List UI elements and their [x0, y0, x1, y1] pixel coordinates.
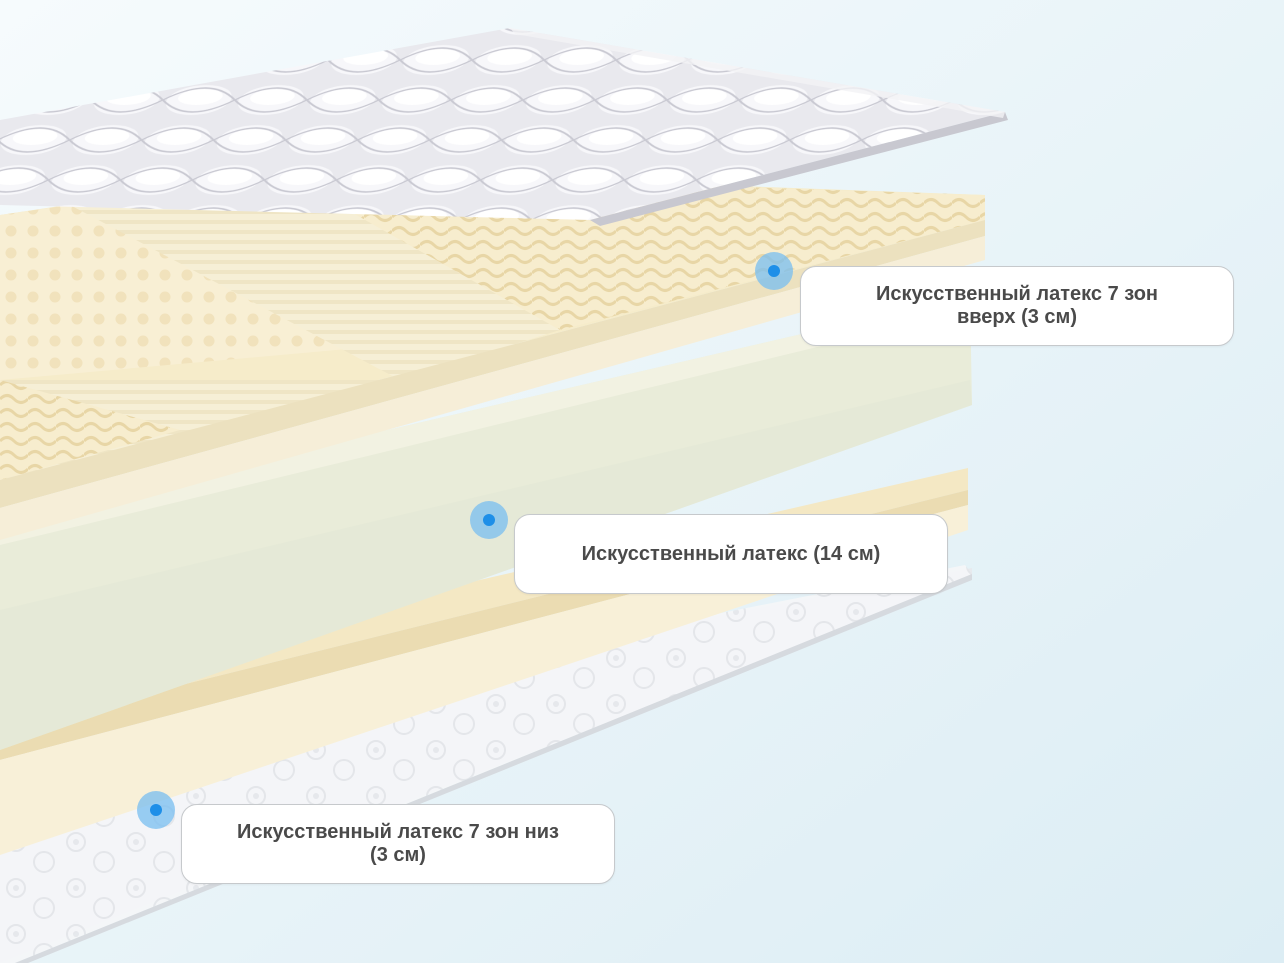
callout-top-layer: Искусственный латекс 7 зон вверх (3 см) [800, 266, 1234, 346]
callout-top-line-2: вверх (3 см) [876, 306, 1158, 329]
marker-dot-icon [483, 514, 495, 526]
marker-core-layer[interactable] [470, 501, 508, 539]
callout-top-line-1: Искусственный латекс 7 зон [876, 283, 1158, 306]
callout-core-layer: Искусственный латекс (14 см) [514, 514, 948, 594]
callout-core-line-1: Искусственный латекс (14 см) [582, 543, 881, 566]
callout-bottom-line-2: (3 см) [237, 844, 559, 867]
callout-bottom-line-1: Искусственный латекс 7 зон низ [237, 821, 559, 844]
marker-bottom-layer[interactable] [137, 791, 175, 829]
marker-top-layer[interactable] [755, 252, 793, 290]
marker-dot-icon [768, 265, 780, 277]
marker-dot-icon [150, 804, 162, 816]
callout-bottom-layer: Искусственный латекс 7 зон низ (3 см) [181, 804, 615, 884]
